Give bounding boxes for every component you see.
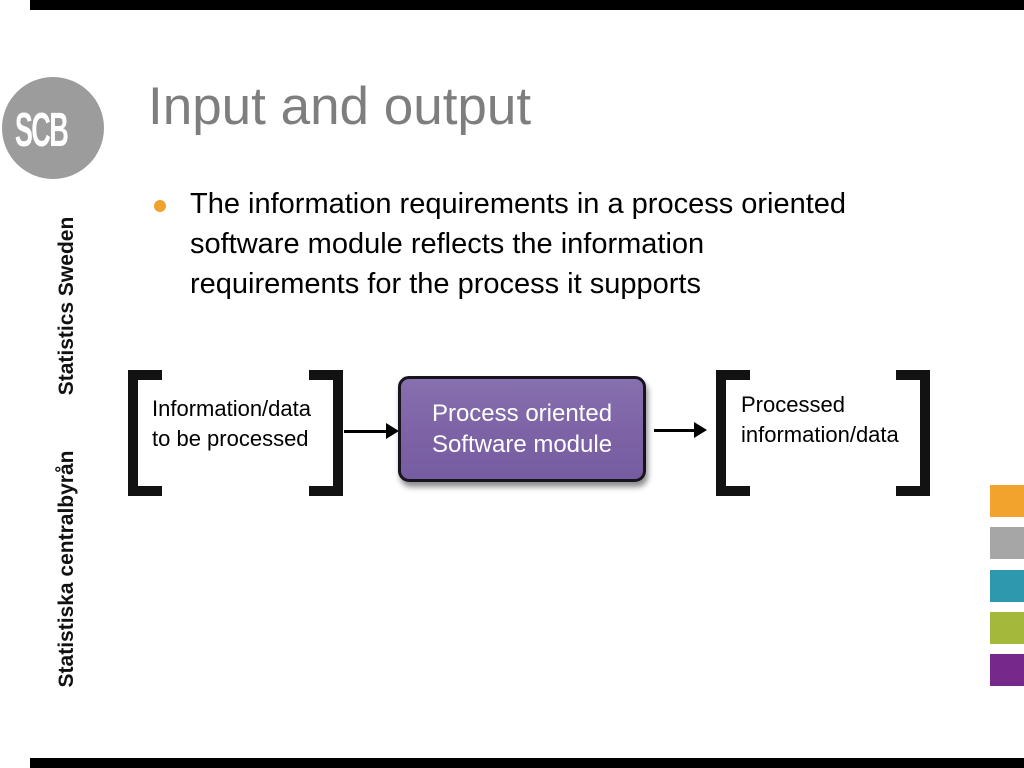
output-bracket-close-icon xyxy=(896,370,930,496)
decor-square-teal xyxy=(990,570,1024,602)
output-bracket-open-icon xyxy=(716,370,750,496)
input-bracket-close-icon xyxy=(309,370,343,496)
decor-square-orange xyxy=(990,485,1024,517)
arrow-shaft xyxy=(654,429,697,432)
arrow-head xyxy=(386,423,399,439)
input-label-line: to be processed xyxy=(152,426,309,451)
output-label-line: information/data xyxy=(741,422,899,447)
scb-logo: SCB xyxy=(2,77,104,179)
decor-square-olive xyxy=(990,612,1024,644)
decor-square-gray xyxy=(990,527,1024,559)
output-label-line: Processed xyxy=(741,392,845,417)
module-label-line: Software module xyxy=(431,431,613,458)
module-label-line: Process oriented xyxy=(431,400,613,427)
bottom-frame-bar xyxy=(30,758,1024,768)
bullet-line: The information requirements in a proces… xyxy=(190,188,847,220)
bullet-line: software module reflects the information xyxy=(190,228,705,260)
vertical-text-statistiska-centralbyran: Statistiska centralbyrån xyxy=(55,450,78,688)
slide-title: Input and output xyxy=(148,77,532,136)
arrow-head xyxy=(694,422,707,438)
output-label: Processed information/data xyxy=(741,390,899,450)
input-label-line: Information/data xyxy=(152,396,311,421)
arrow-right-icon xyxy=(344,423,399,440)
process-module-box: Process oriented Software module xyxy=(398,376,646,482)
bullet-line: requirements for the process it supports xyxy=(190,268,701,300)
input-label: Information/data to be processed xyxy=(152,394,311,454)
vertical-text-statistics-sweden: Statistics Sweden xyxy=(55,216,78,396)
top-frame-bar xyxy=(30,0,1024,10)
arrow-right-icon xyxy=(654,422,707,439)
bullet-marker-icon xyxy=(154,200,166,212)
bullet-paragraph: The information requirements in a proces… xyxy=(190,184,846,304)
scb-logo-text: SCB xyxy=(14,102,69,157)
decor-square-purple xyxy=(990,654,1024,686)
input-bracket-open-icon xyxy=(128,370,162,496)
arrow-shaft xyxy=(344,430,389,433)
